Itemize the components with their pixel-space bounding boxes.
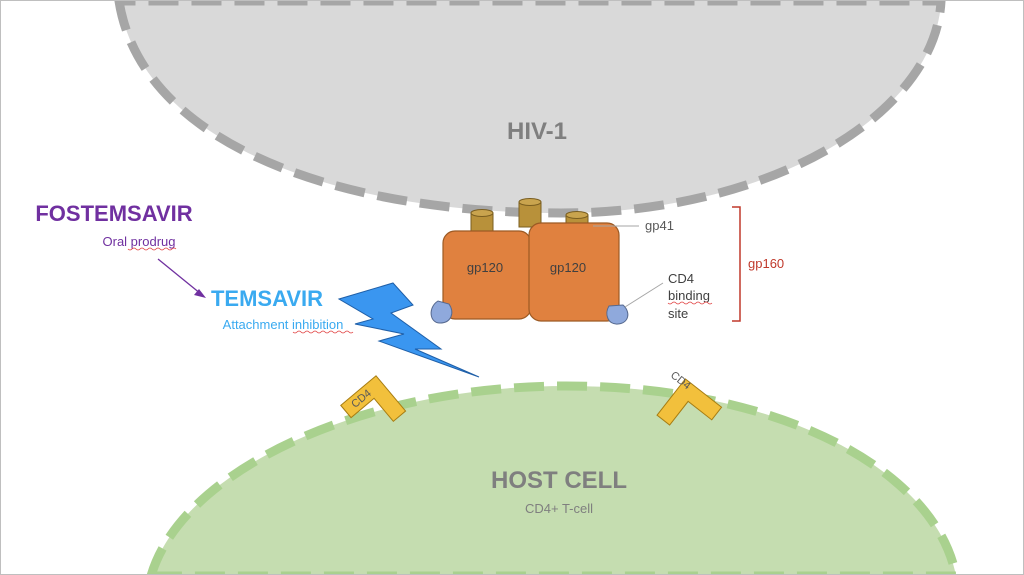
gp120-left-subunit	[442, 230, 532, 320]
hiv-virion	[114, 1, 946, 218]
cd4-site-label-line3: site	[668, 306, 688, 321]
prodrug-arrow-head	[194, 289, 206, 298]
cd4-binding-site-right	[606, 304, 629, 325]
gp120-right-label: gp120	[550, 260, 586, 275]
lightning-bolt-icon	[337, 282, 480, 378]
spellcheck-underline-inhibition	[292, 330, 354, 334]
gp120-left-label: gp120	[467, 260, 503, 275]
cd4-site-leader-line	[624, 282, 664, 308]
cd4-site-label-line1: CD4	[668, 271, 694, 286]
active-drug-note: Attachment inhibition	[223, 317, 344, 332]
cd4-receptor-right	[656, 378, 723, 426]
cd4-binding-site-left	[430, 300, 453, 324]
gp41-label: gp41	[645, 218, 674, 233]
host-label: HOST CELL	[491, 467, 627, 494]
gp160-bracket	[732, 206, 741, 322]
active-drug-name: TEMSAVIR	[211, 286, 323, 311]
virus-label: HIV-1	[507, 118, 567, 145]
prodrug-name: FOSTEMSAVIR	[35, 201, 192, 226]
spellcheck-underline-binding	[667, 301, 713, 305]
gp160-label: gp160	[748, 256, 784, 271]
prodrug-note: Oral prodrug	[103, 234, 176, 249]
host-sublabel: CD4+ T-cell	[525, 501, 593, 516]
gp120-right-subunit	[528, 222, 620, 322]
prodrug-arrow	[157, 258, 202, 295]
cd4-site-label-line2: binding	[668, 288, 710, 303]
host-cell	[146, 381, 961, 574]
spellcheck-underline-prodrug	[127, 247, 177, 251]
